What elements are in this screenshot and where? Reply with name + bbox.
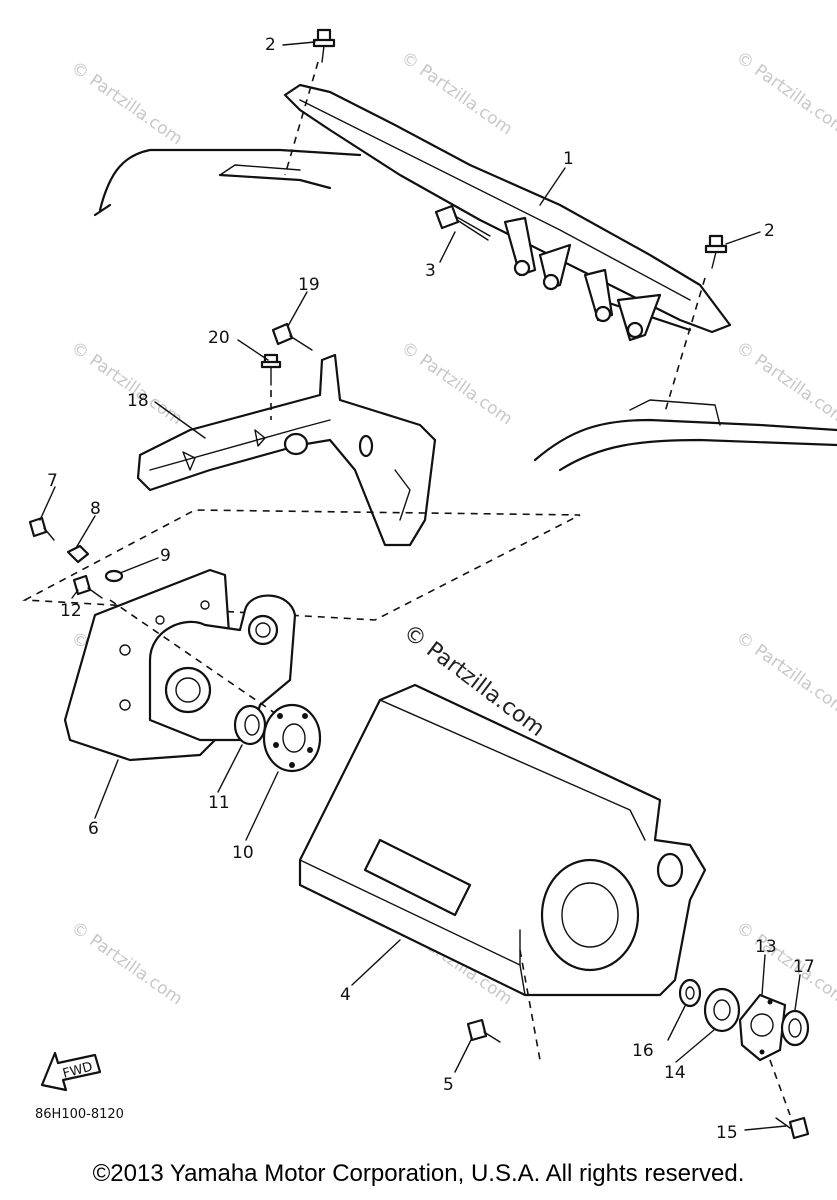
part-13-bearing-holder [738, 993, 791, 1116]
assembly-outline [22, 509, 581, 621]
callout-13: 13 [755, 937, 777, 957]
part-5-bolt [466, 1018, 501, 1043]
part-7-bolt [28, 516, 55, 541]
callout-2-top: 2 [265, 35, 276, 55]
part-1-bracket [283, 83, 732, 342]
frame-tube [93, 148, 837, 472]
part-2-bolt-top [284, 28, 336, 176]
part-9-washer [104, 569, 124, 583]
watermark-4: © Partzilla.com [67, 338, 186, 430]
part-14-bearing [703, 987, 741, 1033]
watermark-2: © Partzilla.com [397, 48, 516, 140]
callout-18: 18 [127, 391, 149, 411]
part-8-nut [66, 544, 90, 564]
fwd-arrow-icon: FWD [40, 1051, 102, 1092]
callout-12: 12 [60, 601, 82, 621]
callout-9: 9 [160, 546, 171, 566]
part-4-chaincase [298, 683, 707, 1061]
callout-11: 11 [208, 793, 230, 813]
part-18-mount-bracket [136, 353, 437, 547]
callout-7: 7 [47, 471, 58, 491]
callout-4: 4 [340, 985, 351, 1005]
part-10-flange [262, 703, 322, 773]
callout-5: 5 [443, 1075, 454, 1095]
callout-2-right: 2 [764, 221, 775, 241]
watermark-9: © Partzilla.com [67, 918, 186, 1010]
callout-17: 17 [793, 957, 815, 977]
callout-14: 14 [664, 1063, 686, 1083]
callout-20: 20 [208, 328, 230, 348]
watermark-1: © Partzilla.com [67, 58, 186, 150]
callout-16: 16 [632, 1041, 654, 1061]
watermark-8: © Partzilla.com [732, 628, 837, 720]
part-15-bolt [775, 1116, 810, 1140]
callout-19: 19 [298, 275, 320, 295]
callout-6: 6 [88, 819, 99, 839]
callout-3: 3 [425, 261, 436, 281]
watermark-3: © Partzilla.com [732, 48, 837, 140]
watermark-11: © Partzilla.com [732, 918, 837, 1010]
callout-1: 1 [563, 149, 574, 169]
callout-labels: 1 2 2 3 4 5 6 7 8 9 10 11 12 13 14 15 16… [47, 35, 815, 1143]
callout-10: 10 [232, 843, 254, 863]
part-12-bolt [72, 574, 103, 599]
watermark-5: © Partzilla.com [397, 338, 516, 430]
callout-15: 15 [716, 1123, 738, 1143]
part-16-washer [678, 978, 702, 1008]
part-19-bolt [271, 322, 313, 351]
watermark-6: © Partzilla.com [732, 338, 837, 430]
copyright-text: ©2013 Yamaha Motor Corporation, U.S.A. A… [92, 1160, 745, 1187]
drawing-code: 86H100-8120 [35, 1107, 124, 1122]
callout-8: 8 [90, 499, 101, 519]
part-3-bolt [434, 204, 491, 241]
part-17-seal [780, 1009, 810, 1047]
part-11-bearing [233, 704, 267, 746]
part-6-housing-plate [63, 568, 297, 762]
part-2-bolt-right [664, 234, 728, 413]
part-20-bolt [260, 353, 282, 420]
leader-lines [39, 41, 801, 1131]
diagram-canvas: © Partzilla.com © Partzilla.com © Partzi… [22, 28, 837, 1143]
